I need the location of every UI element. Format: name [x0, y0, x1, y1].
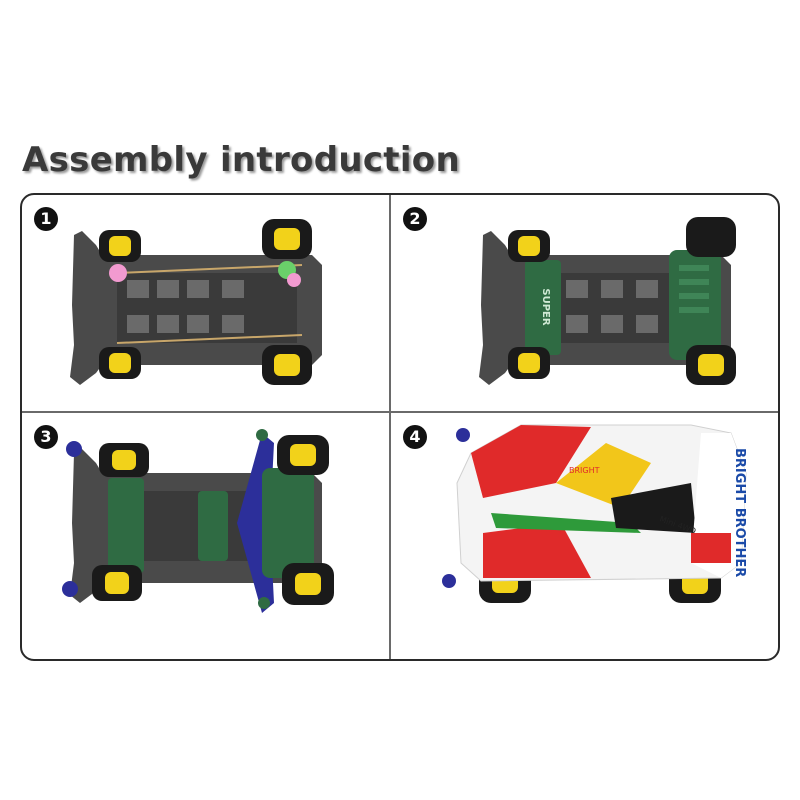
brand-text: BRIGHT BROTHER: [732, 448, 747, 577]
step-number-badge: 3: [34, 425, 58, 449]
step-4-panel: BRIGHT BROTHER Mini 4WD BRIGHT 4: [391, 413, 757, 628]
wheel: [282, 563, 334, 605]
wheel: [99, 347, 141, 379]
wheel: [99, 230, 141, 262]
wheel: [686, 345, 736, 385]
finished-car-image: BRIGHT BROTHER Mini 4WD BRIGHT: [442, 424, 747, 603]
chassis-with-rollers-image: [62, 429, 334, 613]
step-3-panel: 3: [22, 413, 388, 628]
wheel: [277, 435, 329, 475]
bare-chassis-image: [70, 219, 322, 385]
motor-cover-label: SUPER: [540, 288, 551, 325]
wheel: [686, 217, 736, 257]
chassis-with-motor-image: SUPER: [479, 217, 736, 385]
step-1-panel: 1: [22, 195, 388, 410]
page-title: Assembly introduction: [22, 140, 460, 180]
grid-divider-horizontal: [22, 411, 778, 413]
assembly-steps-grid: 1 SUPER: [20, 193, 780, 661]
wheel: [508, 230, 550, 262]
grid-divider-vertical: [389, 195, 391, 659]
step-number-badge: 4: [403, 425, 427, 449]
wheel: [262, 345, 312, 385]
wheel: [508, 347, 550, 379]
step-2-panel: SUPER 2: [391, 195, 757, 410]
hood-text: BRIGHT: [569, 466, 600, 475]
wheel: [262, 219, 312, 259]
step-number-badge: 1: [34, 207, 58, 231]
step-number-badge: 2: [403, 207, 427, 231]
wheel: [92, 565, 142, 601]
wheel: [99, 443, 149, 477]
